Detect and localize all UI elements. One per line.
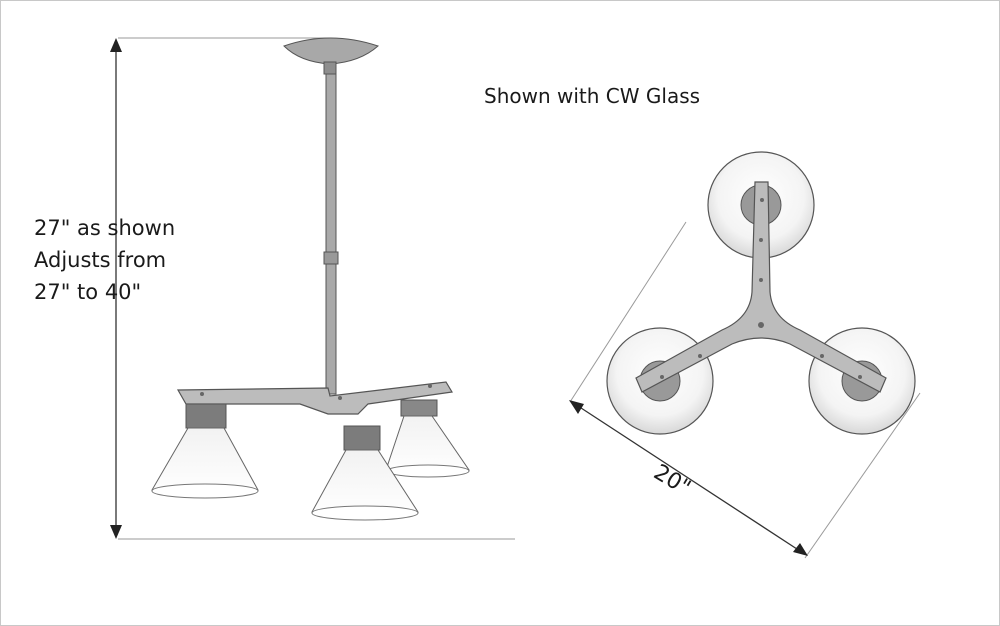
rear-shade bbox=[385, 399, 470, 478]
glass-caption: Shown with CW Glass bbox=[484, 84, 701, 108]
ceiling-canopy bbox=[283, 37, 379, 65]
width-dimension bbox=[569, 221, 921, 559]
height-dimension bbox=[110, 37, 515, 540]
downrod bbox=[325, 73, 337, 395]
chandelier-top-view bbox=[606, 151, 916, 435]
arm-assembly bbox=[176, 381, 453, 415]
front-shade bbox=[311, 425, 419, 521]
height-label-line-1: 27" as shown bbox=[34, 216, 176, 240]
downrod-coupler bbox=[323, 251, 339, 265]
height-label-line-2: Adjusts from bbox=[34, 248, 167, 272]
height-label-line-3: 27" to 40" bbox=[34, 280, 142, 304]
canopy-collar bbox=[323, 61, 337, 75]
left-shade bbox=[151, 403, 259, 499]
chandelier-side-view bbox=[151, 37, 470, 521]
arm-top bbox=[635, 181, 887, 393]
